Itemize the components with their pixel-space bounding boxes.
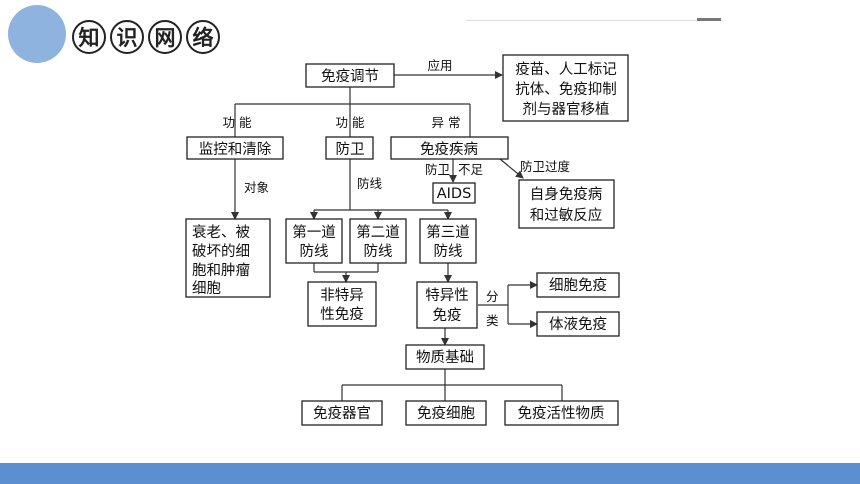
node-second-line-1: 第二道 <box>356 223 400 241</box>
label-defense-line: 防线 <box>357 176 383 191</box>
label-function-1: 功 能 <box>223 115 252 130</box>
label-classify-a: 分 <box>486 289 499 304</box>
logo-circle <box>8 5 66 63</box>
node-box-autoimmune <box>518 179 615 229</box>
node-targets-line4: 细胞 <box>192 280 221 297</box>
node-monitor-clear: 监控和清除 <box>199 141 272 158</box>
node-box-organs <box>301 400 383 426</box>
node-box-monitor-clear <box>186 136 284 160</box>
label-defense-insufficient-a: 防卫 <box>425 162 450 177</box>
node-box-targets <box>185 218 271 298</box>
node-box-first-line <box>285 218 343 264</box>
label-apply: 应用 <box>427 58 452 73</box>
node-second-line-2: 防线 <box>364 243 393 260</box>
title-char: 网 <box>148 20 182 54</box>
node-applications-line2: 抗体、免疫抑制 <box>515 81 617 98</box>
page-title: 知 识 网 络 <box>72 20 220 54</box>
node-autoimmune-line1: 自身免疫病 <box>530 186 603 203</box>
node-material-basis: 物质基础 <box>416 349 474 366</box>
node-applications-line1: 疫苗、人工标记 <box>515 61 617 78</box>
node-box-active-substances <box>504 400 619 426</box>
node-box-third-line <box>419 218 477 264</box>
node-specific-1: 特异性 <box>425 287 469 304</box>
node-autoimmune-line2: 和过敏反应 <box>530 206 603 224</box>
node-cellular: 细胞免疫 <box>549 277 607 294</box>
node-box-material-basis <box>405 344 485 370</box>
label-classify-b: 类 <box>486 313 499 328</box>
node-cells: 免疫细胞 <box>417 405 475 422</box>
node-box-cellular <box>536 272 620 298</box>
node-immune-regulation: 免疫调节 <box>321 68 379 85</box>
node-third-line-1: 第三道 <box>426 223 470 241</box>
node-applications-line3: 剂与器官移植 <box>523 101 610 118</box>
node-box-immune-disease <box>390 136 509 160</box>
node-specific-2: 免疫 <box>433 307 462 324</box>
arrow-excess <box>499 158 524 179</box>
label-target: 对象 <box>244 180 269 195</box>
node-third-line-2: 防线 <box>434 243 463 260</box>
node-box-applications <box>502 54 629 122</box>
node-first-line-1: 第一道 <box>292 223 336 241</box>
title-char: 络 <box>186 20 220 54</box>
node-nonspecific-2: 性免疫 <box>320 306 364 323</box>
footer-bar <box>0 463 860 484</box>
node-nonspecific-1: 非特异 <box>320 287 364 304</box>
label-abnormal: 异 常 <box>432 115 461 130</box>
node-box-nonspecific <box>307 281 377 327</box>
node-aids: AIDS <box>437 186 472 202</box>
node-box-defense <box>325 136 374 160</box>
node-box-aids <box>432 182 476 204</box>
header-dash <box>697 18 721 21</box>
node-active-substances: 免疫活性物质 <box>518 405 605 422</box>
node-first-line-2: 防线 <box>300 243 329 260</box>
node-targets-line2: 破坏的细 <box>192 243 250 260</box>
label-function-2: 功 能 <box>336 115 365 130</box>
label-defense-excess: 防卫过度 <box>520 159 571 174</box>
title-char: 识 <box>110 20 144 54</box>
node-targets-line1: 衰老、被 <box>192 224 250 241</box>
label-defense-insufficient-b: 不足 <box>458 162 484 177</box>
node-defense: 防卫 <box>336 141 365 158</box>
node-organs: 免疫器官 <box>313 405 371 422</box>
node-box-specific <box>416 281 478 329</box>
node-humoral: 体液免疫 <box>549 316 607 333</box>
connectors <box>231 71 563 401</box>
node-targets-line3: 胞和肿瘤 <box>192 262 250 279</box>
title-char: 知 <box>72 20 106 54</box>
node-box-humoral <box>536 311 620 337</box>
node-box-cells <box>405 400 487 426</box>
node-box-second-line <box>349 218 407 264</box>
node-box-immune-regulation <box>305 63 395 88</box>
node-immune-disease: 免疫疾病 <box>420 141 478 158</box>
header-divider <box>466 20 721 21</box>
